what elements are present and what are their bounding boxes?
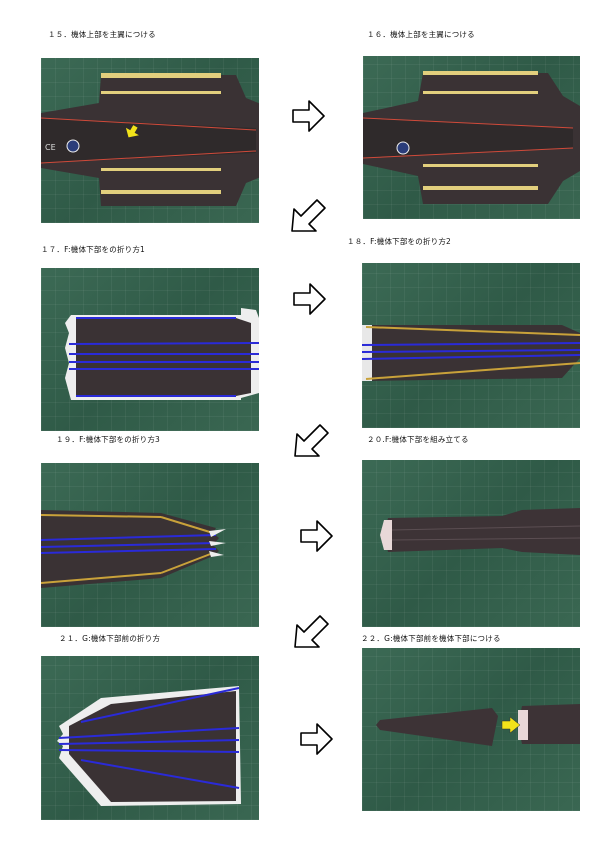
svg-text:CE: CE [45,143,56,152]
step-19-caption: １９．F:機体下部をの折り方3 [56,435,161,444]
step-15-caption: １５．機体上部を主翼につける [48,30,156,39]
step-17-model [65,308,259,400]
pointer-arrow-icon [125,125,139,138]
pointer-arrow-icon [501,716,521,734]
step-15-photo: CE [41,58,259,223]
step-21-photo [41,656,259,820]
step-19-model [41,510,226,588]
step-20-model [380,508,580,555]
step-18-model [362,325,580,381]
step-17-photo [41,268,259,431]
step-15-model: CE [41,73,259,206]
step-16-photo [363,56,580,219]
step-21-caption: ２１．G:機体下部前の折り方 [59,634,161,643]
outline-right-arrow-icon [299,518,335,554]
step-20-caption: ２０.F:機体下部を組み立てる [367,435,469,444]
outline-right-arrow-icon [299,721,335,757]
outline-down-left-arrow-icon [293,611,333,651]
step-17-caption: １７．F:機体下部をの折り方1 [41,245,146,254]
outline-down-left-arrow-icon [290,195,330,235]
step-22-caption: ２２．G:機体下部前を機体下部につける [361,634,501,643]
step-16-caption: １６．機体上部を主翼につける [367,30,475,39]
outline-down-left-arrow-icon [293,420,333,460]
outline-right-arrow-icon [291,98,327,134]
step-21-model [57,686,241,806]
step-19-photo [41,463,259,627]
outline-right-arrow-icon [292,281,328,317]
step-16-model [363,71,580,204]
step-18-photo [362,263,580,428]
step-18-caption: １８．F:機体下部をの折り方2 [347,237,452,246]
step-22-photo [362,648,580,811]
step-20-photo [362,460,580,627]
step-22-model [376,704,580,746]
